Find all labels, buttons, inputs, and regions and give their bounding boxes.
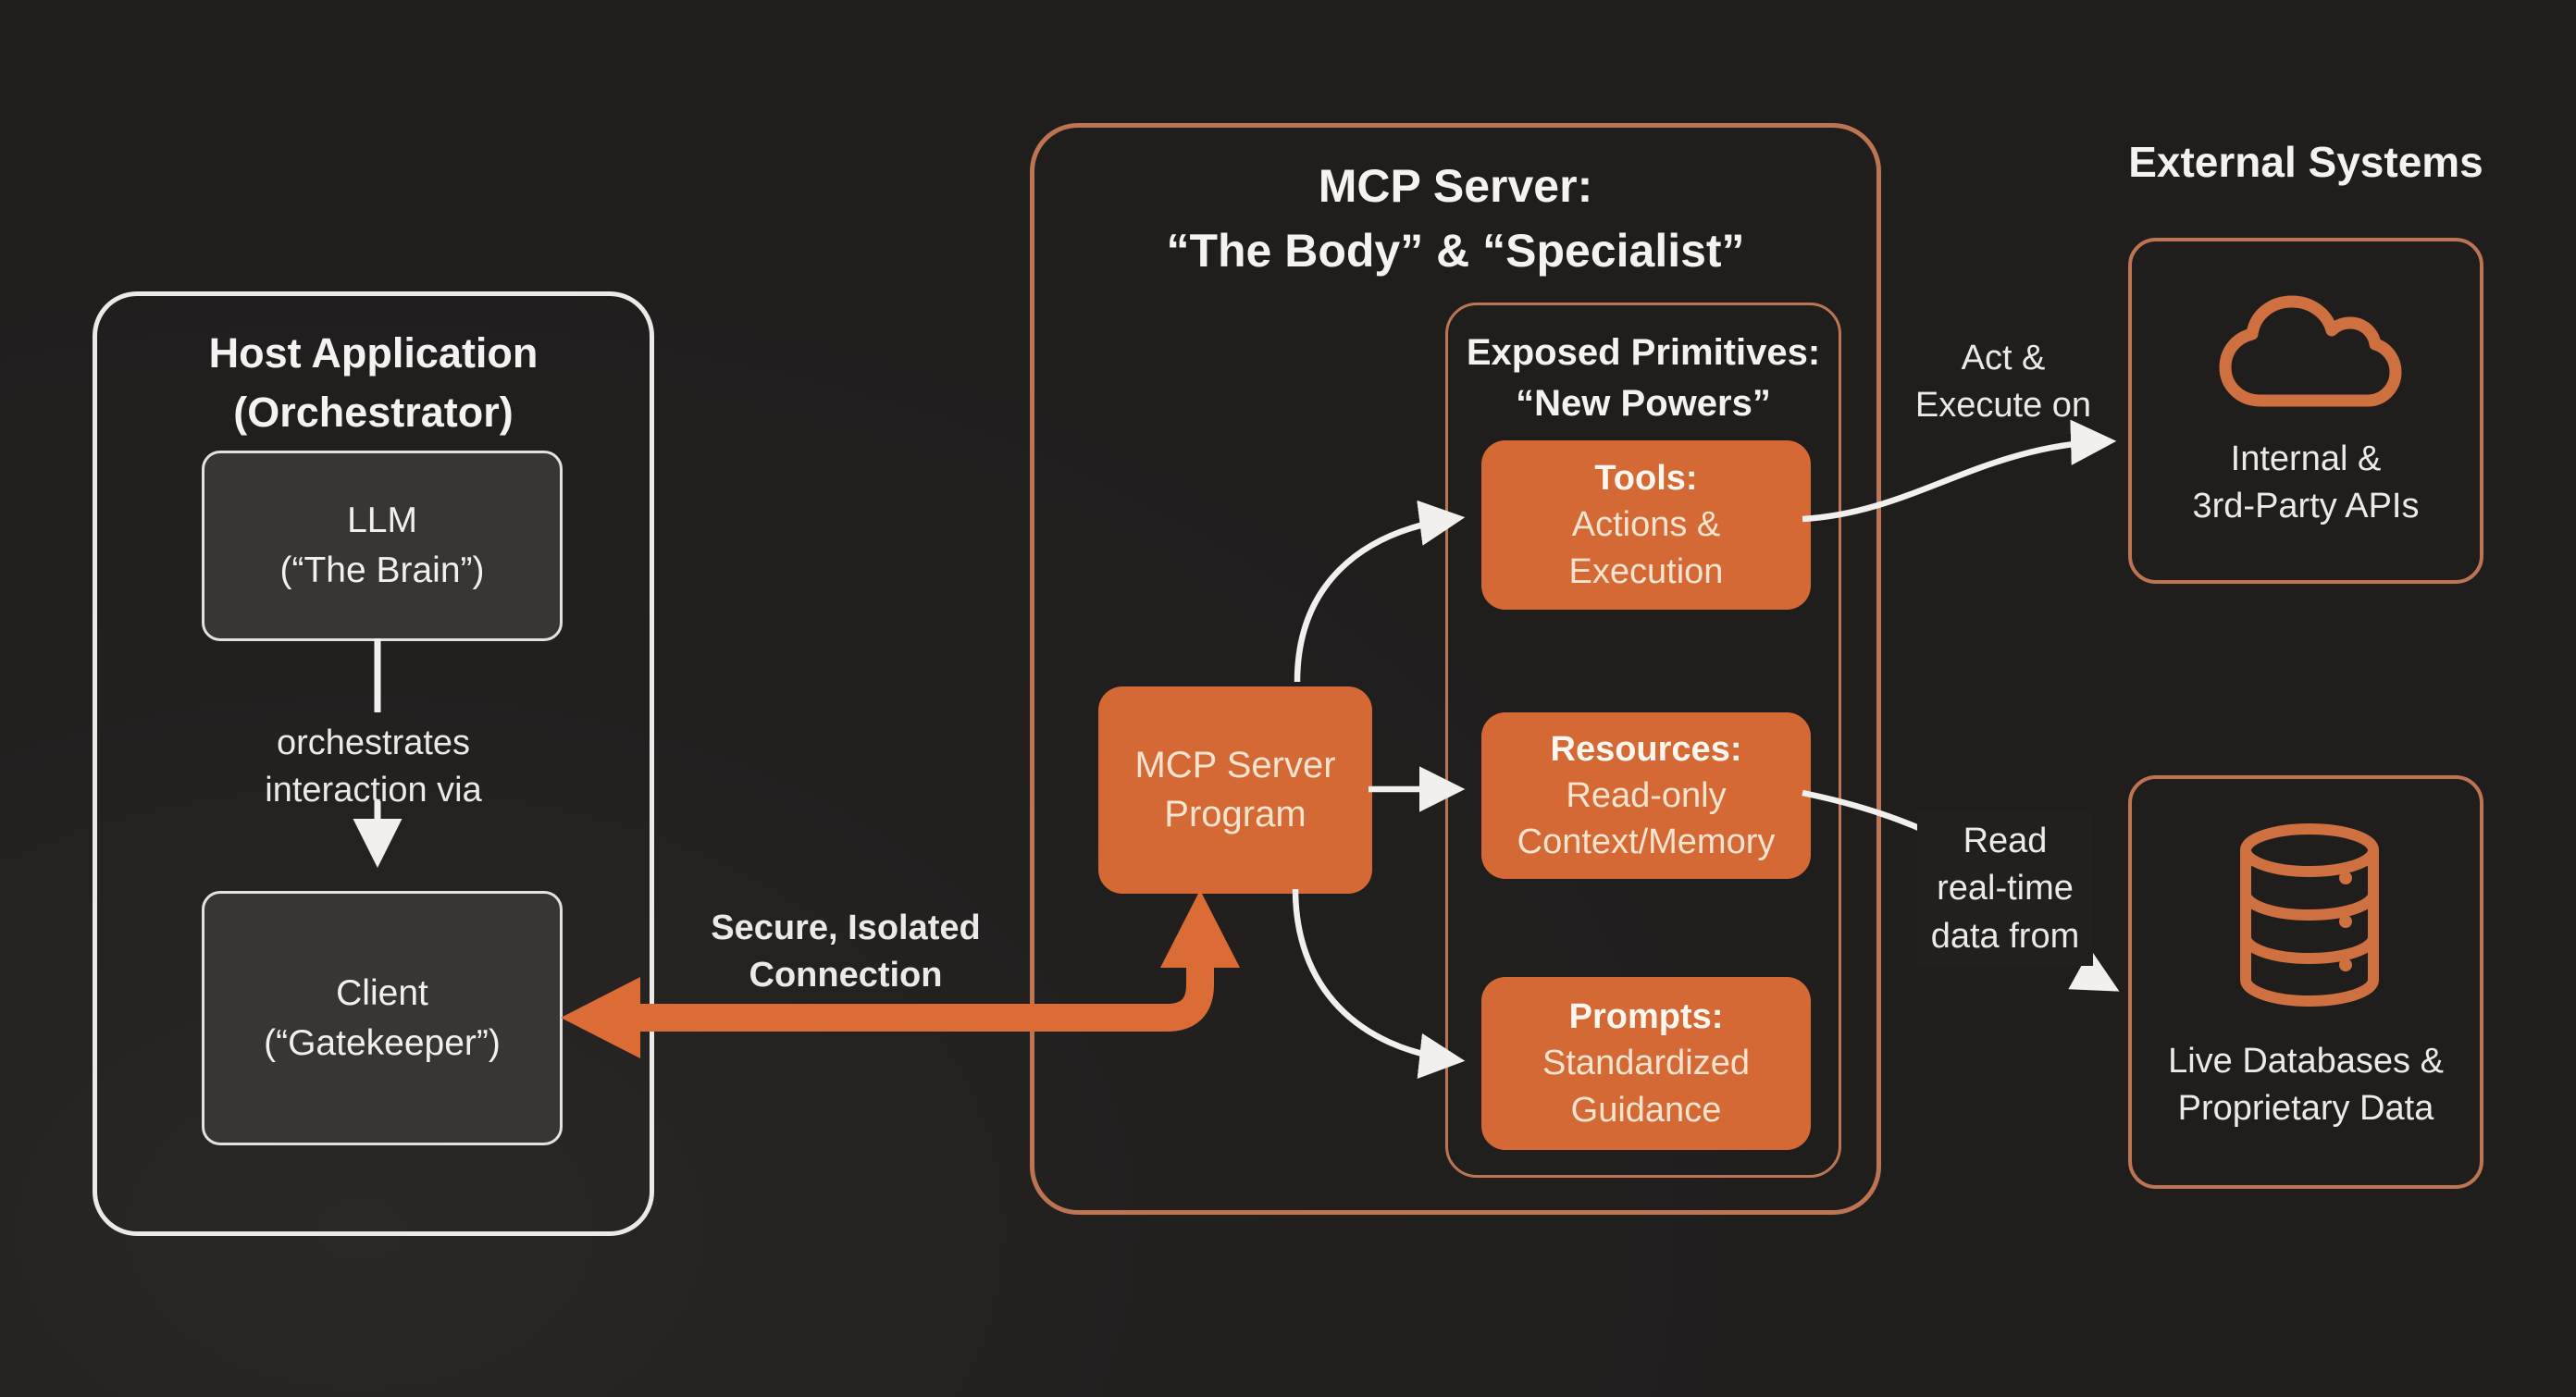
resources-box: Resources: Read-only Context/Memory xyxy=(1481,712,1811,879)
host-title-line1: Host Application xyxy=(208,329,539,377)
apis-label-line1: Internal & xyxy=(2230,439,2382,478)
host-application-group: Host Application (Orchestrator) LLM (“Th… xyxy=(93,291,654,1236)
apis-box: Internal & 3rd-Party APIs xyxy=(2128,238,2483,584)
database-icon xyxy=(2240,823,2379,1007)
exposed-primitives-title-line2: “New Powers” xyxy=(1516,383,1771,425)
apis-label-line2: 3rd-Party APIs xyxy=(2192,487,2420,526)
read-data-line2: real-time xyxy=(1937,869,2074,909)
resources-body-line1: Read-only xyxy=(1566,775,1727,815)
tools-body-line1: Actions & xyxy=(1571,505,1721,545)
exposed-primitives-title-line1: Exposed Primitives: xyxy=(1466,332,1821,373)
act-execute-line1: Act & xyxy=(1961,339,2046,377)
resources-head: Resources: xyxy=(1550,729,1742,769)
mcp-server-program-box: MCP Server Program xyxy=(1098,686,1372,894)
prompts-body-line1: Standardized xyxy=(1542,1044,1750,1083)
databases-label: Live Databases & Proprietary Data xyxy=(2132,1038,2480,1133)
read-data-label: Read real-time data from xyxy=(1917,812,2093,966)
prompts-body-line2: Guidance xyxy=(1570,1090,1722,1130)
llm-label-line1: LLM xyxy=(347,501,417,541)
llm-label-line2: (“The Brain”) xyxy=(279,550,485,590)
tools-box: Tools: Actions & Execution xyxy=(1481,440,1811,610)
tools-head: Tools: xyxy=(1594,459,1698,499)
read-data-line1: Read xyxy=(1963,822,2048,860)
client-box: Client (“Gatekeeper”) xyxy=(202,891,563,1145)
resources-body-line2: Context/Memory xyxy=(1517,822,1776,862)
read-data-line3: data from xyxy=(1930,916,2080,956)
databases-box: Live Databases & Proprietary Data xyxy=(2128,775,2483,1189)
databases-label-line1: Live Databases & xyxy=(2168,1042,2444,1081)
mcp-program-line2: Program xyxy=(1164,794,1307,834)
llm-box: LLM (“The Brain”) xyxy=(202,451,563,641)
databases-label-line2: Proprietary Data xyxy=(2177,1089,2434,1129)
secure-connection-line2: Connection xyxy=(749,956,943,995)
prompts-head: Prompts: xyxy=(1568,997,1724,1037)
secure-connection-line1: Secure, Isolated xyxy=(711,909,981,947)
secure-connection-label: Secure, Isolated Connection xyxy=(661,905,1031,1000)
apis-label: Internal & 3rd-Party APIs xyxy=(2132,436,2480,531)
exposed-primitives-title: Exposed Primitives: “New Powers” xyxy=(1448,328,1839,429)
mcp-program-line1: MCP Server xyxy=(1134,745,1336,786)
orchestrates-line2: interaction via xyxy=(265,771,482,810)
mcp-server-title: MCP Server: “The Body” & “Specialist” xyxy=(1034,154,1876,283)
act-execute-label: Act & Execute on xyxy=(1888,335,2119,430)
exposed-primitives-group: Exposed Primitives: “New Powers” Tools: … xyxy=(1445,303,1841,1178)
external-systems-title: External Systems xyxy=(2128,137,2483,187)
host-title-line2: (Orchestrator) xyxy=(233,388,514,436)
cloud-icon xyxy=(2219,295,2402,407)
orchestrates-label: orchestrates interaction via xyxy=(97,720,650,815)
client-label-line2: (“Gatekeeper”) xyxy=(264,1022,501,1063)
orchestrates-line1: orchestrates xyxy=(276,723,471,762)
tools-body-line2: Execution xyxy=(1568,551,1724,591)
host-application-title: Host Application (Orchestrator) xyxy=(97,324,650,442)
mcp-title-line1: MCP Server: xyxy=(1318,160,1593,212)
act-execute-line2: Execute on xyxy=(1914,386,2092,426)
external-systems-title-text: External Systems xyxy=(2128,138,2483,186)
mcp-server-group: MCP Server: “The Body” & “Specialist” MC… xyxy=(1030,123,1881,1215)
prompts-box: Prompts: Standardized Guidance xyxy=(1481,977,1811,1150)
mcp-title-line2: “The Body” & “Specialist” xyxy=(1166,225,1745,277)
client-label-line1: Client xyxy=(336,972,428,1013)
